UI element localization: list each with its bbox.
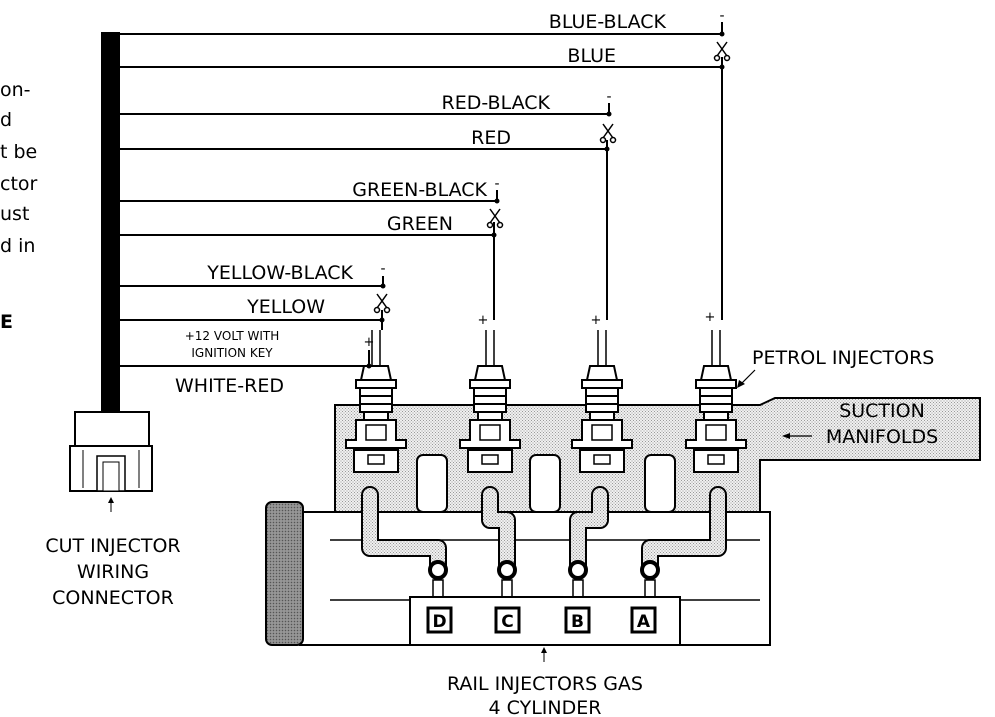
minus-sign: - <box>494 176 499 192</box>
polarity-signs: - - - - + + + + <box>364 8 725 350</box>
wire-labels: BLUE-BLACK BLUE RED-BLACK RED GREEN-BLAC… <box>175 11 667 397</box>
cut-mark-icon <box>486 208 504 229</box>
wire-label-yellow: YELLOW <box>246 296 325 318</box>
side-note-heading: E <box>0 311 13 333</box>
gas-injector-label: A <box>637 612 651 632</box>
petrol-injectors-label: PETROL INJECTORS <box>752 347 934 369</box>
wire-label-green: GREEN <box>387 213 453 235</box>
wire-label-plus12: +12 VOLT WITH <box>185 329 280 343</box>
side-note-line: ust <box>0 203 29 225</box>
wire-terminals <box>366 31 731 369</box>
plus-sign: + <box>478 313 489 328</box>
rail-label: RAIL INJECTORS GAS <box>447 673 643 695</box>
suction-label: MANIFOLDS <box>826 426 938 448</box>
gas-injector-label: C <box>501 612 513 632</box>
cut-mark-icon <box>713 41 731 62</box>
connector-label: WIRING <box>77 561 149 583</box>
side-note-line: d in <box>0 235 35 257</box>
wire-label-blue: BLUE <box>567 45 616 67</box>
gas-injector-a: A <box>630 606 657 634</box>
component-labels: CUT INJECTOR WIRING CONNECTOR RAIL INJEC… <box>45 347 938 717</box>
side-note-line: ctor <box>0 173 38 195</box>
wire-label-blue-black: BLUE-BLACK <box>549 11 667 33</box>
cut-mark-icon <box>373 293 391 314</box>
side-note-line: t be <box>0 141 37 163</box>
petrol-injector <box>459 330 521 473</box>
petrol-injectors <box>345 330 747 473</box>
rail-label: 4 CYLINDER <box>489 697 602 717</box>
connector-label: CUT INJECTOR <box>45 535 180 557</box>
gas-injector-b: B <box>564 606 591 634</box>
side-note-line: on- <box>0 79 31 101</box>
rail-injectors-gas: D C B A <box>409 596 681 646</box>
side-note-line: d <box>0 109 12 131</box>
side-note: on- d t be ctor ust d in E <box>0 79 38 333</box>
wire-label-red-black: RED-BLACK <box>442 92 551 114</box>
gas-injector-d: D <box>426 606 453 634</box>
gas-injector-label: D <box>432 612 446 632</box>
gas-hoses <box>361 486 727 599</box>
petrol-injector <box>571 330 633 473</box>
plus-sign: + <box>705 310 716 325</box>
gas-injector-c: C <box>494 606 521 634</box>
minus-sign: - <box>606 89 611 105</box>
injector-connector <box>69 411 153 512</box>
wire-label-red: RED <box>471 127 511 149</box>
wire-label-ignition: IGNITION KEY <box>191 346 273 360</box>
minus-sign: - <box>719 8 724 24</box>
petrol-injector <box>685 330 747 473</box>
wire-label-yellow-black: YELLOW-BLACK <box>206 262 353 284</box>
wires <box>102 22 723 410</box>
petrol-injector <box>345 330 407 473</box>
cut-mark-icon <box>599 123 617 144</box>
gas-injector-label: B <box>571 612 584 632</box>
suction-label: SUCTION <box>839 400 925 422</box>
minus-sign: - <box>380 261 385 277</box>
plus-sign: + <box>364 335 375 350</box>
wire-label-green-black: GREEN-BLACK <box>352 179 487 201</box>
wire-label-white-red: WHITE-RED <box>175 375 284 397</box>
plus-sign: + <box>591 313 602 328</box>
connector-label: CONNECTOR <box>52 587 174 609</box>
